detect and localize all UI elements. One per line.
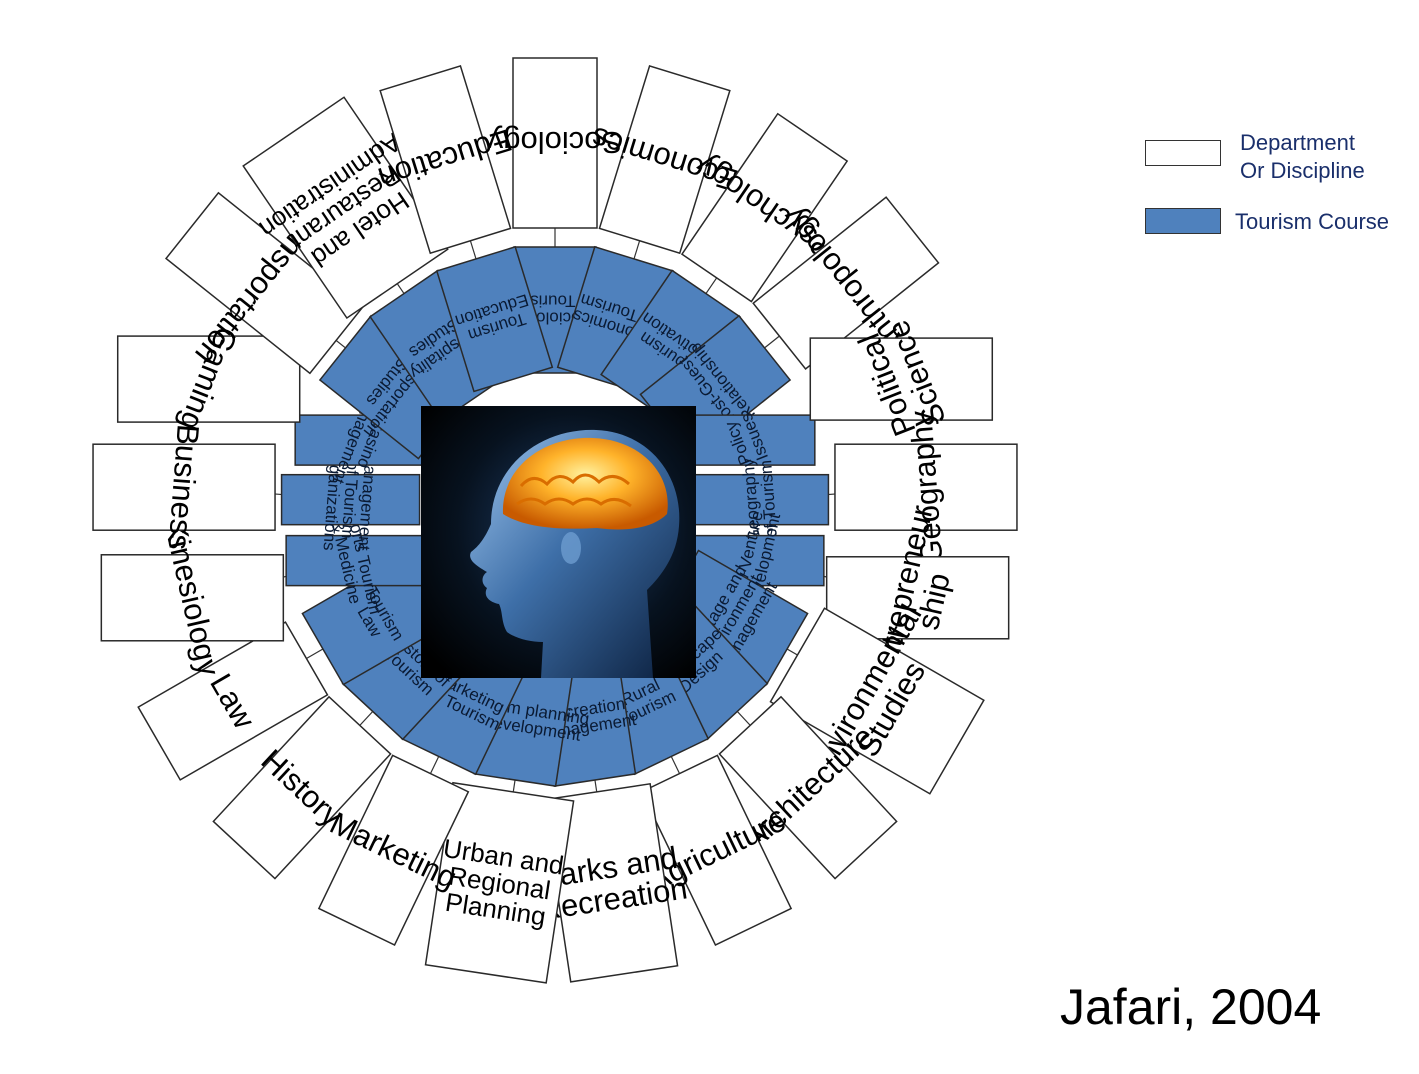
discipline-education-box <box>379 64 512 255</box>
course-tourism-education-box <box>435 245 554 393</box>
course-sociology-of-tourism-label-line: of Tourism <box>516 291 594 310</box>
course-policy-issues: PolicyIssues <box>676 410 816 468</box>
discipline-sociology-label-line: Sociology <box>487 125 622 160</box>
discipline-hotel-and-restaurant-administration-box <box>242 96 449 320</box>
course-geography-of-tourism-box <box>689 473 830 526</box>
discipline-architecture: Architecture <box>718 695 898 880</box>
discipline-urban-and-regional-planning-box <box>424 781 575 984</box>
discipline-economics-box <box>598 64 731 255</box>
discipline-agriculture-box <box>640 754 793 946</box>
discipline-history: History <box>212 695 392 880</box>
course-geography-of-tourism: Geographyof Tourism <box>689 457 830 543</box>
course-management-of-tourism-organizations-box <box>280 473 421 526</box>
discipline-business-label: Business <box>162 423 206 551</box>
legend-department-swatch <box>1145 140 1221 166</box>
discipline-marketing-box <box>317 754 470 946</box>
center-head-image <box>421 406 696 678</box>
discipline-entrepreneur-ship-box <box>825 556 1010 640</box>
discipline-economics: Economics <box>587 64 742 255</box>
course-tourism-motivation: TourismMotivation <box>600 269 741 422</box>
discipline-education: Education <box>374 64 516 255</box>
legend-department-line2: Or Discipline <box>1240 158 1365 183</box>
discipline-political-science-box <box>809 337 994 421</box>
discipline-kinesiology-box <box>100 554 285 642</box>
legend-course-label: Tourism Course <box>1235 209 1390 234</box>
discipline-sociology-box <box>512 57 598 229</box>
discipline-sociology: Sociology <box>487 57 622 229</box>
legend-department-label: Department Or Discipline <box>1240 129 1365 185</box>
discipline-business: Business <box>92 423 276 551</box>
discipline-psychology: Psychology <box>680 112 849 303</box>
discipline-environmental-studies: EnvironmentalStudies <box>769 599 985 795</box>
course-sports-tourism-medicine-box <box>285 534 425 587</box>
discipline-business-label-line: Business <box>162 423 206 551</box>
discipline-gaming: Gaming <box>116 322 301 436</box>
course-tourism-education: TourismEducation <box>435 245 554 393</box>
discipline-sociology-label: Sociology <box>487 125 622 160</box>
legend-department-line1: Department <box>1240 130 1355 155</box>
discipline-environmental-studies-box <box>769 607 985 795</box>
discipline-geography: Geography <box>834 409 1018 565</box>
discipline-architecture-box <box>718 695 898 880</box>
discipline-history-box <box>212 695 392 880</box>
discipline-gaming-box <box>116 335 301 423</box>
discipline-marketing: Marketing <box>317 754 470 946</box>
discipline-geography-box <box>834 443 1018 531</box>
discipline-law: Law <box>137 621 329 781</box>
discipline-urban-and-regional-planning: Urban andRegionalPlanning <box>424 781 575 984</box>
citation-credit: Jafari, 2004 <box>1060 979 1322 1035</box>
discipline-hotel-and-restaurant-administration: Hotel andRestaurantAdministration <box>242 96 449 320</box>
discipline-law-box <box>137 621 329 781</box>
legend-course-swatch <box>1145 208 1221 234</box>
head-brain-illustration <box>421 406 696 678</box>
discipline-transportation-box <box>164 191 364 375</box>
discipline-psychology-box <box>680 112 849 303</box>
discipline-business-box <box>92 443 276 531</box>
discipline-anthropology-box <box>752 196 940 370</box>
